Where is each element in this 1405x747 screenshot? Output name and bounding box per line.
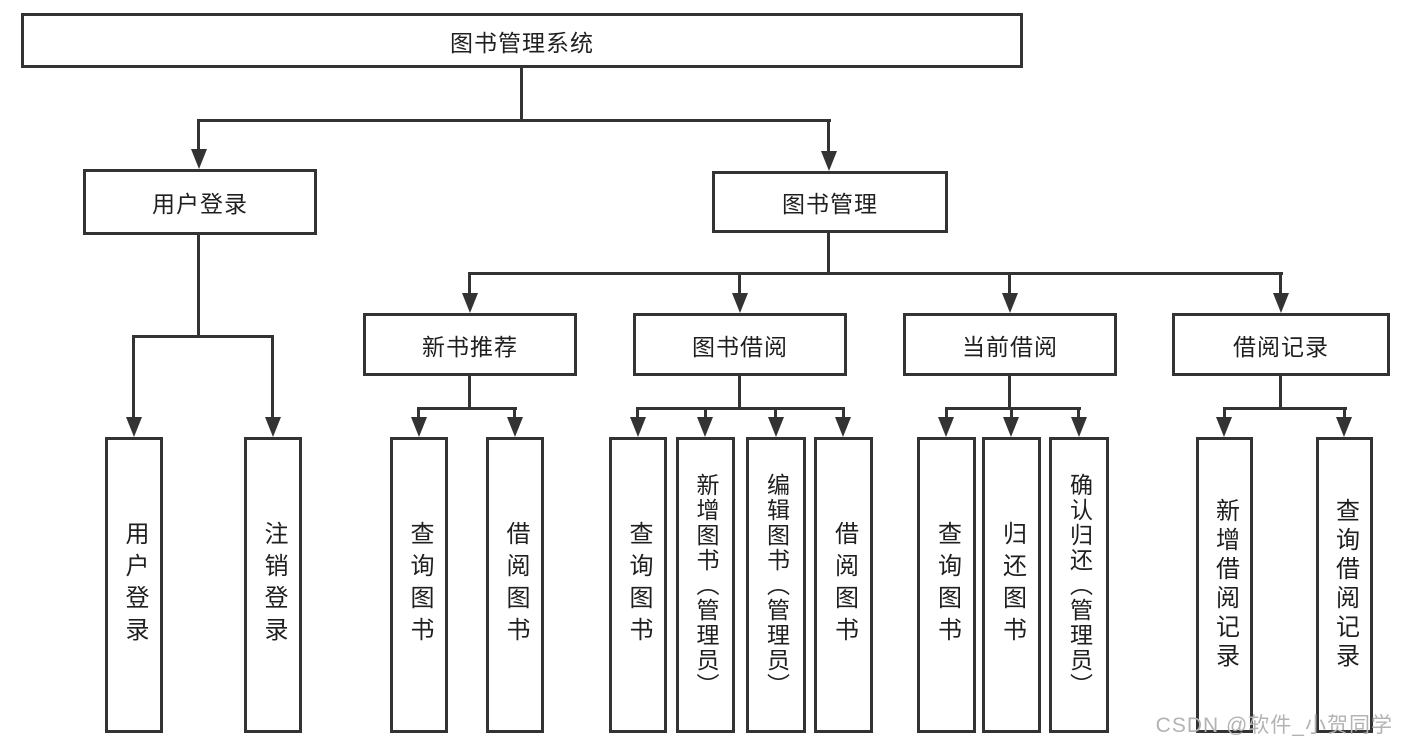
connector-line [197,235,200,335]
leaf-edit-books-admin: 编辑图书（管理员） [746,437,806,733]
connector-line [1223,407,1347,410]
arrow-down-icon [1273,293,1289,313]
node-book-management: 图书管理 [712,171,948,233]
connector-line [197,119,200,152]
connector-line [636,407,639,419]
leaf-add-books-admin: 新增图书（管理员） [676,437,735,733]
connector-line [417,407,420,419]
leaf-borrow-books: 借阅图书 [486,437,544,733]
connector-line [945,407,948,419]
connector-line [842,407,845,419]
connector-line [738,272,741,294]
arrow-down-icon [507,417,523,437]
connector-line [1223,407,1226,419]
connector-line [738,376,741,407]
connector-line [513,407,516,419]
leaf-logout: 注销登录 [244,437,302,733]
arrow-down-icon [462,293,478,313]
leaf-confirm-return-admin: 确认归还（管理员） [1049,437,1109,733]
arrow-down-icon [1216,417,1232,437]
connector-line [827,233,830,272]
arrow-down-icon [768,417,784,437]
leaf-query-books: 查询图书 [390,437,448,733]
connector-line [468,376,471,407]
leaf-query-books-3: 查询图书 [917,437,976,733]
connector-line [1008,376,1011,407]
arrow-down-icon [821,151,837,171]
node-library-management-system: 图书管理系统 [21,13,1023,68]
arrow-down-icon [697,417,713,437]
node-new-book-recommendation: 新书推荐 [363,313,577,376]
node-borrowing-records: 借阅记录 [1172,313,1390,376]
node-book-borrowing: 图书借阅 [633,313,847,376]
connector-line [636,407,845,410]
connector-line [1279,376,1282,407]
connector-line [132,335,274,338]
watermark-csdn: CSDN @软件_小贺同学 [1155,714,1393,737]
connector-line [1077,407,1080,419]
leaf-query-books-2: 查询图书 [609,437,667,733]
leaf-borrow-books-2: 借阅图书 [814,437,873,733]
arrow-down-icon [1003,417,1019,437]
arrow-down-icon [1002,293,1018,313]
leaf-query-borrow-record: 查询借阅记录 [1316,437,1373,733]
arrow-down-icon [126,417,142,437]
arrow-down-icon [1071,417,1087,437]
leaf-user-login: 用户登录 [105,437,163,733]
arrow-down-icon [630,417,646,437]
arrow-down-icon [732,293,748,313]
connector-line [774,407,777,419]
connector-line [417,407,517,410]
arrow-down-icon [191,149,207,169]
connector-line [827,119,830,154]
node-current-borrowing: 当前借阅 [903,313,1117,376]
leaf-return-books: 归还图书 [982,437,1041,733]
connector-line [468,272,471,294]
connector-line [271,335,274,419]
connector-line [1008,272,1011,294]
arrow-down-icon [938,417,954,437]
arrow-down-icon [265,417,281,437]
connector-line [1010,407,1013,419]
arrow-down-icon [411,417,427,437]
connector-line [704,407,707,419]
connector-line [1279,272,1282,294]
leaf-add-borrow-record: 新增借阅记录 [1196,437,1253,733]
connector-line [1343,407,1346,419]
arrow-down-icon [835,417,851,437]
connector-line [197,119,831,122]
connector-line [520,68,523,119]
connector-line [945,407,1081,410]
connector-line [468,272,1283,275]
connector-line [132,335,135,419]
node-user-login: 用户登录 [83,169,317,235]
arrow-down-icon [1336,417,1352,437]
